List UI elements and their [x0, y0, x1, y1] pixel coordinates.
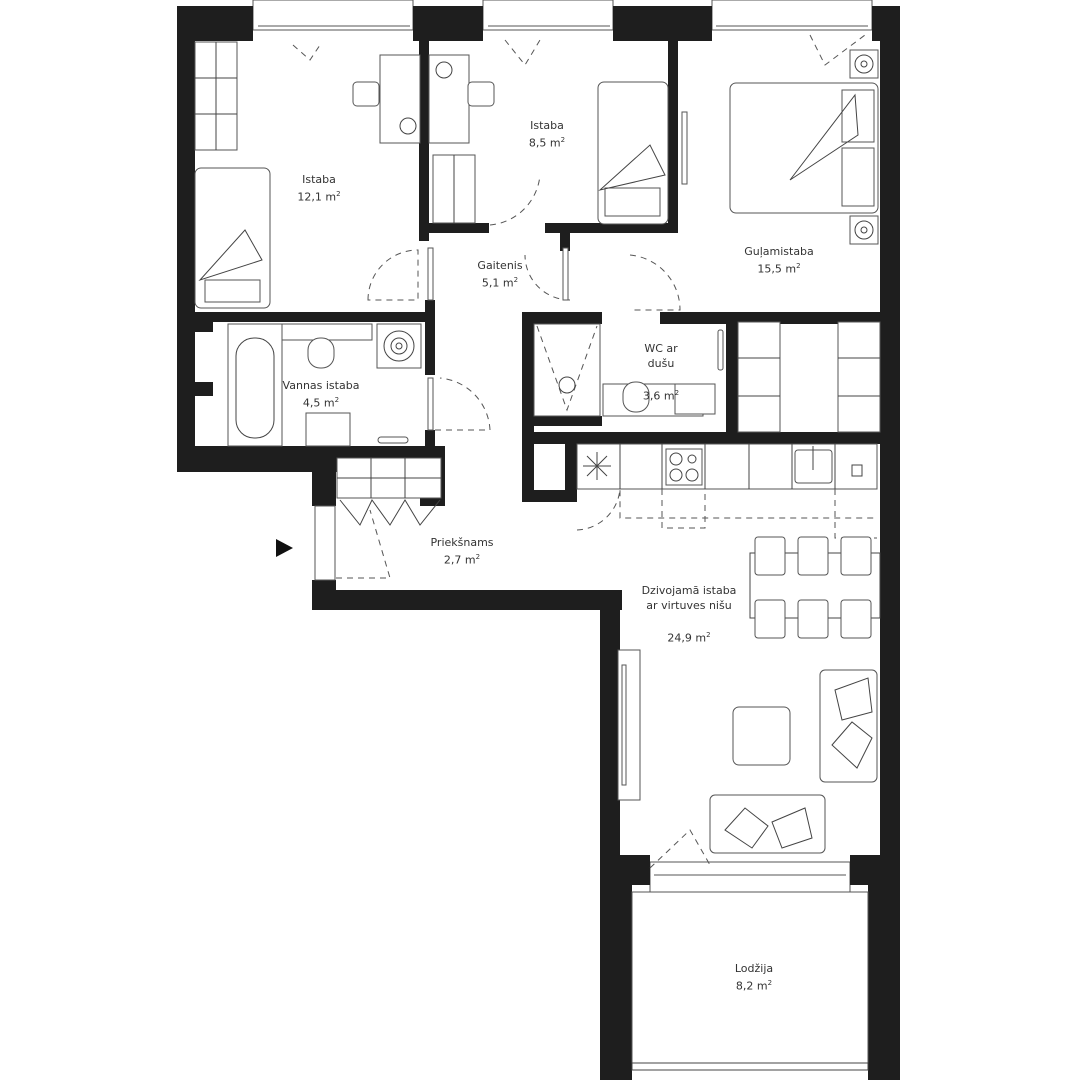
living-furniture	[617, 649, 878, 869]
room-name: Guļamistaba	[744, 245, 814, 258]
room-label-istaba-1: Istaba 12,1 m2	[297, 172, 340, 205]
dining-table	[749, 536, 881, 639]
room-name: Istaba	[530, 119, 564, 132]
gulamistaba-furniture	[629, 34, 881, 433]
prieksnams-fixtures	[314, 457, 442, 581]
room-area: 15,5 m2	[757, 262, 801, 276]
wc-fixtures	[533, 323, 724, 417]
room-name: WC ar dušu	[644, 342, 678, 370]
room-label-gulamistaba: Guļamistaba 15,5 m2	[744, 244, 814, 277]
room-label-vannas-istaba: Vannas istaba 4,5 m2	[283, 378, 360, 411]
room-area: 12,1 m2	[297, 190, 341, 204]
room-area: 8,2 m2	[735, 979, 773, 993]
windows	[252, 0, 873, 893]
room-area: 24,9 m2	[667, 631, 711, 645]
room-area: 8,5 m2	[528, 136, 566, 150]
room-area: 3,6 m2	[642, 389, 680, 403]
room-label-dzivojama-istaba: Dzivojamā istaba ar virtuves nišu 24,9 m…	[642, 568, 737, 661]
kitchen-counter	[576, 443, 878, 539]
vannas-fixtures	[227, 323, 422, 447]
room-label-istaba-2: Istaba 8,5 m2	[529, 118, 565, 151]
room-name: Vannas istaba	[282, 379, 360, 392]
istaba-1-furniture	[194, 41, 421, 309]
entrance-arrow-icon	[276, 539, 293, 557]
room-name: Istaba	[302, 173, 336, 186]
room-area: 4,5 m2	[302, 396, 340, 410]
lodzija-area	[631, 891, 869, 1071]
room-label-prieksnams: Priekšnams 2,7 m2	[430, 535, 493, 568]
room-label-gaitenis: Gaitenis 5,1 m2	[477, 258, 522, 291]
room-name: Priekšnams	[430, 536, 494, 549]
room-name: Gaitenis	[477, 259, 523, 272]
room-name: Dzivojamā istaba ar virtuves nišu	[641, 584, 737, 612]
istaba-2-furniture	[428, 39, 688, 226]
room-label-lodzija: Lodžija 8,2 m2	[735, 961, 773, 994]
room-label-wc: WC ar dušu 3,6 m2	[643, 326, 679, 419]
room-area: 2,7 m2	[443, 553, 481, 567]
room-area: 5,1 m2	[481, 276, 519, 290]
room-name: Lodžija	[734, 962, 774, 975]
gaitenis-doors	[427, 247, 571, 431]
